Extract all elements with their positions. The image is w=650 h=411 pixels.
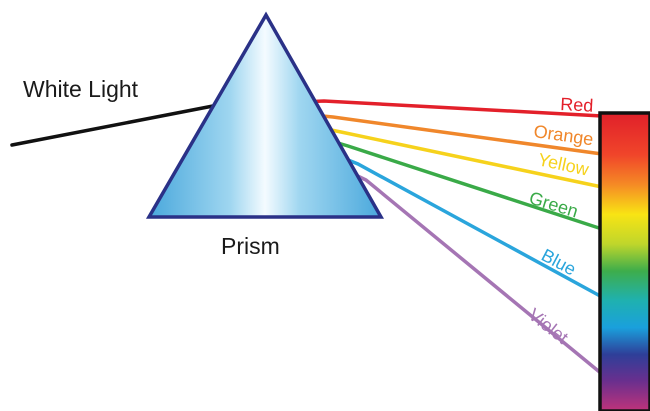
spectrum-screen (598, 111, 650, 411)
prism (145, 11, 385, 219)
ray-label-violet: Violet (525, 304, 573, 347)
white-light-ray (10, 104, 215, 147)
ray-label-green: Green (527, 188, 581, 222)
ray-label-red: Red (560, 94, 594, 116)
prism-label: Prism (221, 233, 280, 259)
white-light-label: White Light (23, 76, 139, 102)
